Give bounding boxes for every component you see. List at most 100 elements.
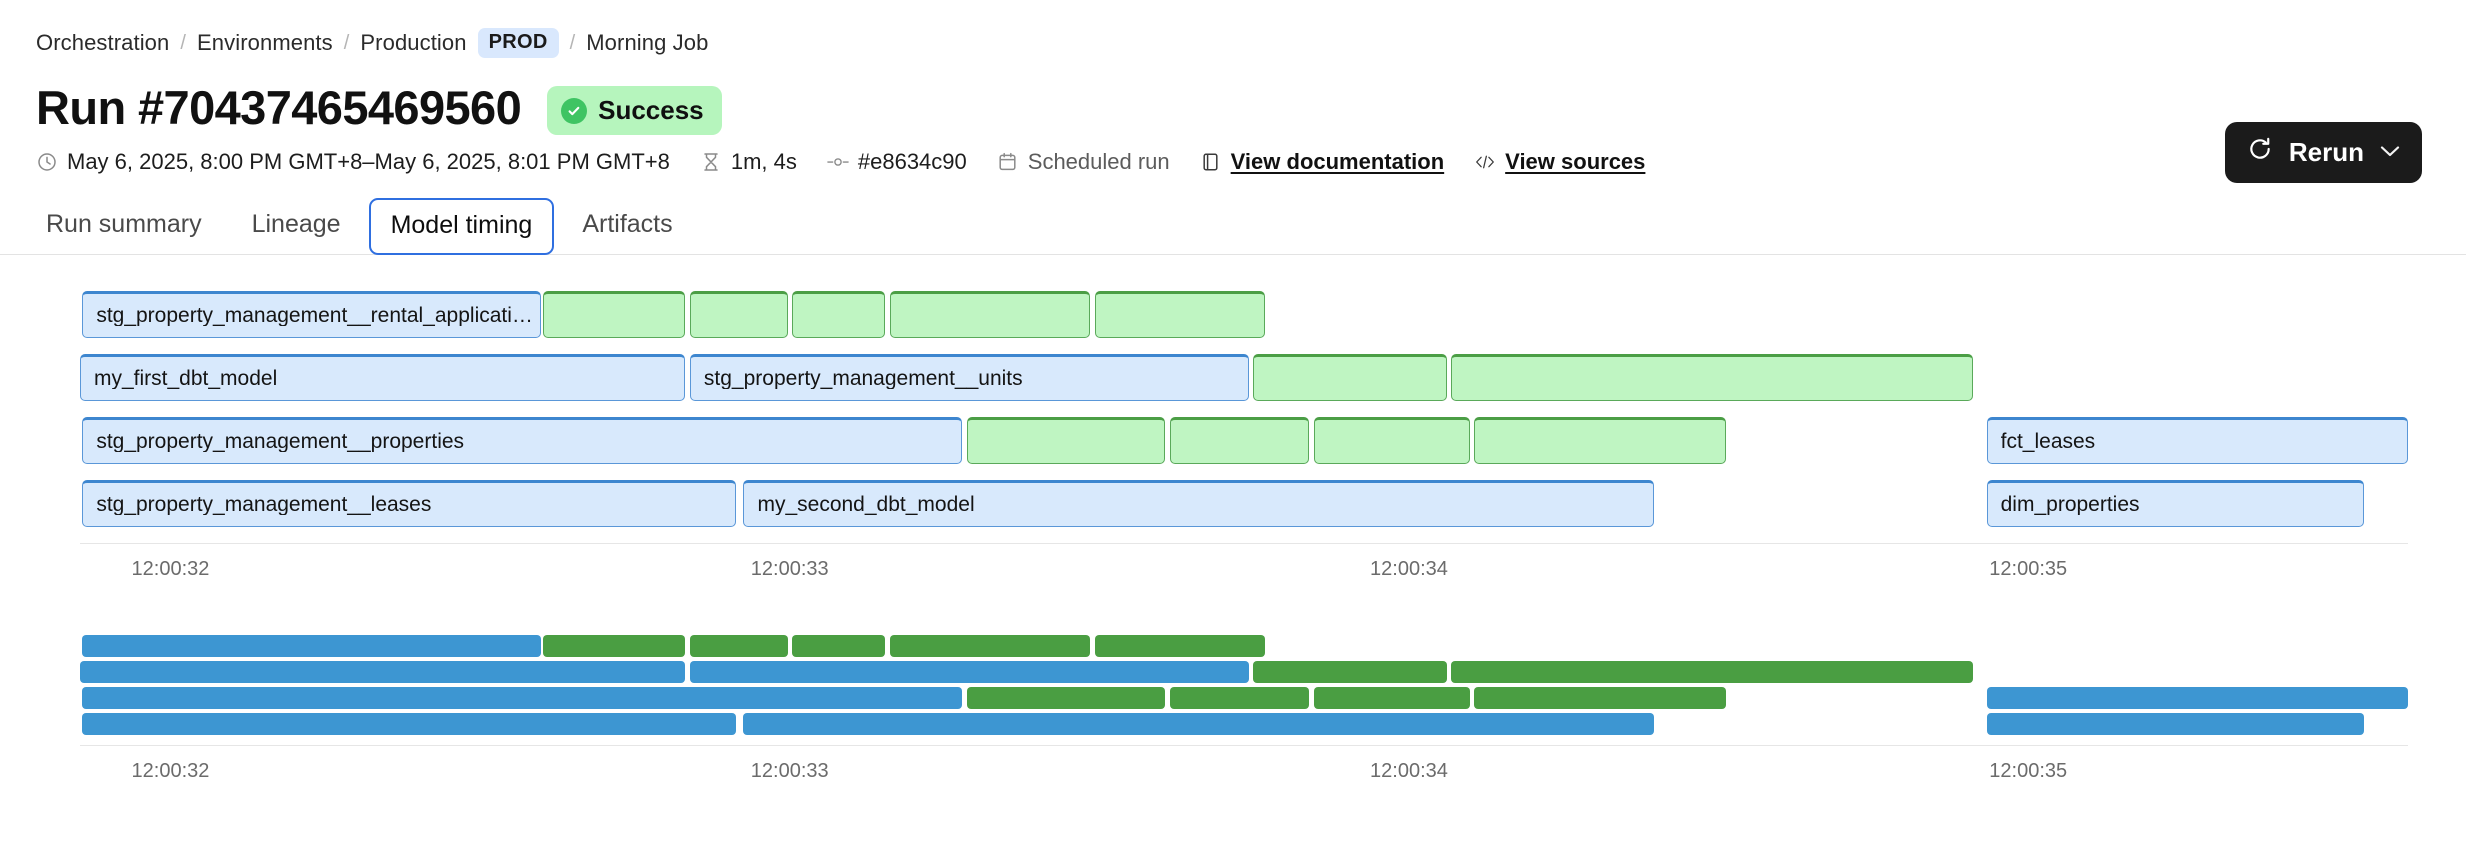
- gantt-bar-dim_properties[interactable]: [1986, 713, 2364, 735]
- gantt-bar-stg_property_management__units[interactable]: [689, 661, 1249, 683]
- gantt-row: [80, 635, 2408, 657]
- gantt-bar-test[interactable]: [1313, 687, 1470, 709]
- meta-documentation[interactable]: View documentation: [1200, 149, 1445, 175]
- gantt-bar-stg_property_management__properties[interactable]: stg_property_management__properties: [82, 417, 963, 464]
- gantt-row: stg_property_management__rental_applicat…: [80, 291, 2408, 338]
- tab-model-timing[interactable]: Model timing: [368, 198, 555, 255]
- tab-lineage[interactable]: Lineage: [251, 210, 341, 238]
- gantt-bar-fct_leases[interactable]: [1986, 687, 2408, 709]
- gantt-bar-test[interactable]: [966, 417, 1165, 464]
- breadcrumb-tag-prod[interactable]: PROD: [477, 28, 559, 58]
- gantt-bar-test[interactable]: [792, 291, 886, 338]
- gantt-bar-dim_properties[interactable]: dim_properties: [1986, 480, 2364, 527]
- gantt-overview-chart[interactable]: [80, 635, 2408, 735]
- gantt-bar-test[interactable]: [1451, 661, 1973, 683]
- axis-tick-label: 12:00:33: [750, 558, 829, 580]
- title-row: Run #70437465469560 Success: [0, 58, 2466, 135]
- rerun-button[interactable]: Rerun: [2224, 122, 2422, 183]
- gantt-bar-fct_leases[interactable]: fct_leases: [1986, 417, 2408, 464]
- gantt-bar-test[interactable]: [1474, 417, 1726, 464]
- gantt-bar-test[interactable]: [689, 291, 788, 338]
- check-circle-icon: [561, 97, 588, 124]
- gantt-bar-test[interactable]: [1169, 417, 1310, 464]
- axis-tick-label: 12:00:32: [131, 558, 210, 580]
- view-documentation-link[interactable]: View documentation: [1230, 149, 1445, 174]
- tab-artifacts[interactable]: Artifacts: [582, 210, 673, 238]
- view-sources-link[interactable]: View sources: [1505, 149, 1646, 174]
- gantt-bar-test[interactable]: [689, 635, 788, 657]
- refresh-icon: [2247, 136, 2273, 169]
- gantt-row: [80, 713, 2408, 735]
- meta-duration-label: 1m, 4s: [730, 149, 797, 174]
- gantt-row: stg_property_management__properties fct_l…: [80, 417, 2408, 464]
- gantt-bar-label: stg_property_management__rental_applicat…: [96, 305, 540, 326]
- gantt-bar-test[interactable]: [543, 635, 686, 657]
- gantt-detail-axis: 12:00:32 12:00:33 12:00:34 12:00:35: [80, 543, 2408, 583]
- breadcrumb: Orchestration / Environments / Productio…: [0, 0, 2466, 58]
- gantt-bar-my_first_dbt_model[interactable]: my_first_dbt_model: [80, 354, 686, 401]
- breadcrumb-separator: /: [569, 31, 576, 54]
- gantt-bar-test[interactable]: [890, 635, 1091, 657]
- rerun-button-label: Rerun: [2288, 137, 2364, 167]
- gantt-bar-stg_property_management__rental_applications[interactable]: [82, 635, 541, 657]
- axis-tick-label: 12:00:33: [750, 760, 829, 782]
- gantt-bar-test[interactable]: [1095, 291, 1265, 338]
- model-timing-chart-area: stg_property_management__rental_applicat…: [0, 291, 2466, 785]
- gantt-bar-label: fct_leases: [2000, 431, 2096, 452]
- gantt-bar-my_first_dbt_model[interactable]: [80, 661, 686, 683]
- tab-run-summary[interactable]: Run summary: [46, 210, 202, 238]
- gantt-row: [80, 661, 2408, 683]
- gantt-bar-test[interactable]: [966, 687, 1165, 709]
- gantt-bar-stg_property_management__rental_applications[interactable]: stg_property_management__rental_applicat…: [82, 291, 541, 338]
- meta-trigger: Scheduled run: [997, 149, 1170, 175]
- gantt-bar-test[interactable]: [1253, 661, 1447, 683]
- gantt-bar-label: stg_property_management__leases: [96, 494, 432, 515]
- meta-duration: 1m, 4s: [700, 149, 797, 175]
- gantt-bar-stg_property_management__leases[interactable]: [82, 713, 737, 735]
- book-icon: [1200, 151, 1222, 173]
- status-badge-label: Success: [598, 95, 704, 125]
- gantt-row: [80, 687, 2408, 709]
- code-icon: [1474, 151, 1496, 173]
- gantt-bar-my_second_dbt_model[interactable]: my_second_dbt_model: [743, 480, 1654, 527]
- gantt-bar-test[interactable]: [1095, 635, 1265, 657]
- gantt-bar-test[interactable]: [1169, 687, 1310, 709]
- gantt-bar-stg_property_management__properties[interactable]: [82, 687, 963, 709]
- breadcrumb-item-environments[interactable]: Environments: [197, 30, 333, 55]
- axis-tick-label: 12:00:32: [131, 760, 210, 782]
- gantt-bar-label: dim_properties: [2000, 494, 2140, 515]
- gantt-bar-test[interactable]: [543, 291, 686, 338]
- axis-tick-label: 12:00:35: [1989, 558, 2068, 580]
- meta-timerange-label: May 6, 2025, 8:00 PM GMT+8–May 6, 2025, …: [67, 149, 670, 174]
- gantt-bar-test[interactable]: [1474, 687, 1726, 709]
- gantt-bar-stg_property_management__leases[interactable]: stg_property_management__leases: [82, 480, 737, 527]
- breadcrumb-item-orchestration[interactable]: Orchestration: [36, 30, 170, 55]
- gantt-bar-label: stg_property_management__units: [703, 368, 1023, 389]
- gantt-bar-label: my_first_dbt_model: [94, 368, 278, 389]
- gantt-bar-test[interactable]: [792, 635, 886, 657]
- axis-tick-label: 12:00:34: [1370, 760, 1448, 782]
- gantt-row: stg_property_management__leases my_second…: [80, 480, 2408, 527]
- axis-tick-label: 12:00:34: [1370, 558, 1448, 580]
- gantt-bar-stg_property_management__units[interactable]: stg_property_management__units: [689, 354, 1249, 401]
- gantt-bar-my_second_dbt_model[interactable]: [743, 713, 1654, 735]
- tab-bar: Run summary Lineage Model timing Artifac…: [0, 175, 2466, 255]
- meta-sources[interactable]: View sources: [1474, 149, 1645, 175]
- clock-icon: [36, 151, 58, 173]
- gantt-bar-test[interactable]: [1313, 417, 1470, 464]
- meta-row: May 6, 2025, 8:00 PM GMT+8–May 6, 2025, …: [0, 135, 2466, 175]
- gantt-bar-test[interactable]: [1451, 354, 1973, 401]
- gantt-bar-test[interactable]: [1253, 354, 1447, 401]
- gantt-row: my_first_dbt_model stg_property_managemen…: [80, 354, 2408, 401]
- chevron-down-icon[interactable]: [2380, 141, 2400, 164]
- page-title: Run #70437465469560: [36, 80, 522, 134]
- calendar-icon: [997, 151, 1019, 173]
- gantt-detail-chart[interactable]: stg_property_management__rental_applicat…: [80, 291, 2408, 527]
- gantt-bar-test[interactable]: [890, 291, 1091, 338]
- breadcrumb-item-morning-job[interactable]: Morning Job: [586, 30, 709, 55]
- breadcrumb-item-production[interactable]: Production: [360, 30, 467, 55]
- meta-trigger-label: Scheduled run: [1027, 149, 1170, 174]
- hourglass-icon: [700, 151, 722, 173]
- breadcrumb-separator: /: [343, 31, 350, 54]
